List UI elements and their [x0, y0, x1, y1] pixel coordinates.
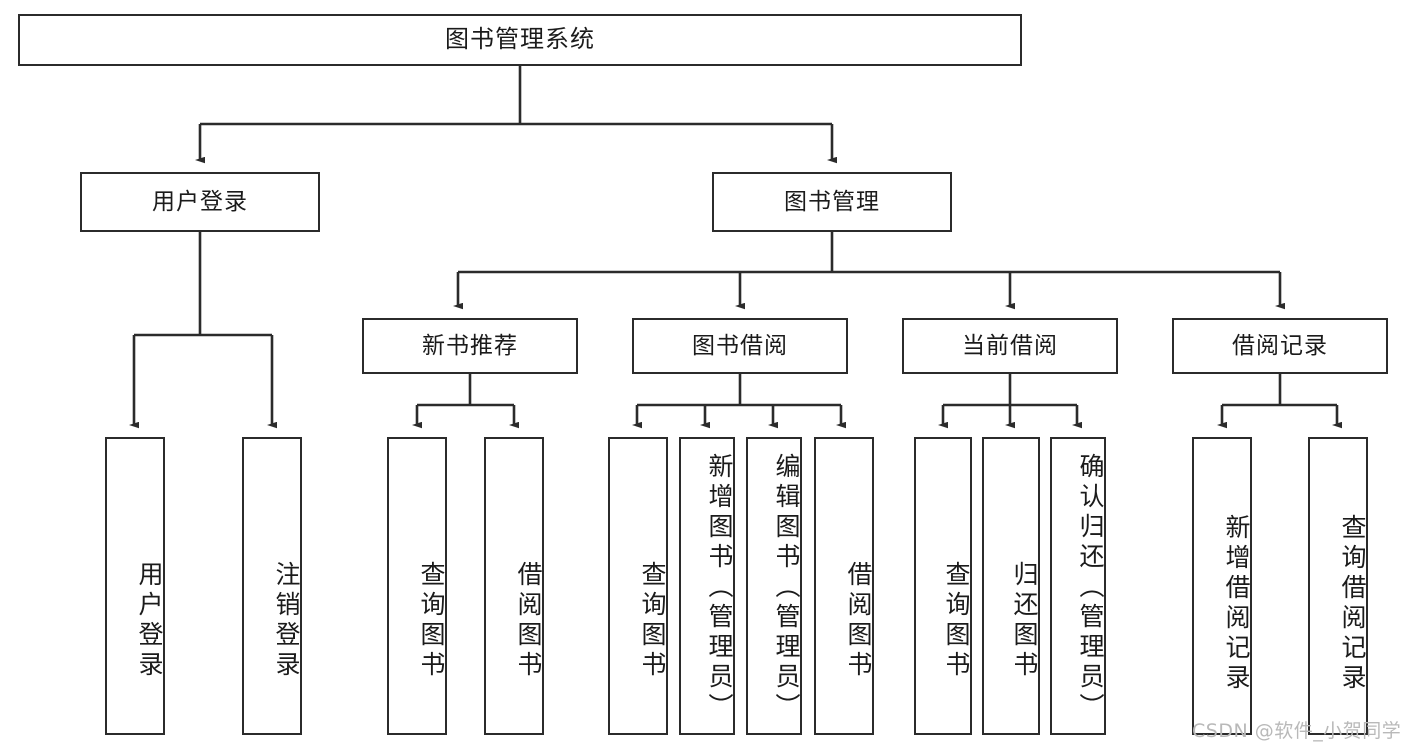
- leaf-borrow-book-borrowing[interactable]: 借阅图书: [814, 437, 874, 735]
- node-borrowing-record[interactable]: 借阅记录: [1172, 318, 1388, 374]
- leaf-logout[interactable]: 注销登录: [242, 437, 302, 735]
- node-label: 归还图书: [1010, 561, 1039, 681]
- node-label: 编辑图书（管理员）: [772, 453, 801, 723]
- leaf-query-book-recommendation[interactable]: 查询图书: [387, 437, 447, 735]
- node-current-borrowing[interactable]: 当前借阅: [902, 318, 1118, 374]
- node-book-management[interactable]: 图书管理: [712, 172, 952, 232]
- node-label: 查询图书: [638, 561, 667, 681]
- node-user-login[interactable]: 用户登录: [80, 172, 320, 232]
- node-label: 确认归还（管理员）: [1076, 453, 1105, 723]
- node-label: 用户登录: [152, 188, 248, 215]
- node-label: 注销登录: [272, 561, 301, 681]
- node-book-borrowing[interactable]: 图书借阅: [632, 318, 848, 374]
- node-label: 查询图书: [942, 561, 971, 681]
- leaf-confirm-return-admin[interactable]: 确认归还（管理员）: [1050, 437, 1106, 735]
- node-label: 查询借阅记录: [1338, 514, 1367, 694]
- csdn-watermark: CSDN @软件_小贺同学: [1192, 720, 1402, 742]
- node-label: 借阅图书: [844, 561, 873, 681]
- leaf-borrow-book-recommendation[interactable]: 借阅图书: [484, 437, 544, 735]
- leaf-query-book-current[interactable]: 查询图书: [914, 437, 972, 735]
- node-label: 新增图书（管理员）: [705, 453, 734, 723]
- leaf-query-book-borrowing[interactable]: 查询图书: [608, 437, 668, 735]
- node-label: 用户登录: [135, 561, 164, 681]
- leaf-edit-book-admin[interactable]: 编辑图书（管理员）: [746, 437, 802, 735]
- leaf-query-borrowing-record[interactable]: 查询借阅记录: [1308, 437, 1368, 735]
- node-root-book-management-system[interactable]: 图书管理系统: [18, 14, 1022, 66]
- node-label: 图书管理系统: [445, 25, 595, 54]
- node-label: 图书借阅: [692, 332, 788, 359]
- leaf-return-book[interactable]: 归还图书: [982, 437, 1040, 735]
- node-label: 图书管理: [784, 188, 880, 215]
- node-new-book-recommendation[interactable]: 新书推荐: [362, 318, 578, 374]
- node-label: 借阅记录: [1232, 332, 1328, 359]
- node-label: 查询图书: [417, 561, 446, 681]
- leaf-user-login[interactable]: 用户登录: [105, 437, 165, 735]
- leaf-add-borrowing-record[interactable]: 新增借阅记录: [1192, 437, 1252, 735]
- node-label: 新增借阅记录: [1222, 514, 1251, 694]
- leaf-add-book-admin[interactable]: 新增图书（管理员）: [679, 437, 735, 735]
- node-label: 新书推荐: [422, 332, 518, 359]
- node-label: 当前借阅: [962, 332, 1058, 359]
- node-label: 借阅图书: [514, 561, 543, 681]
